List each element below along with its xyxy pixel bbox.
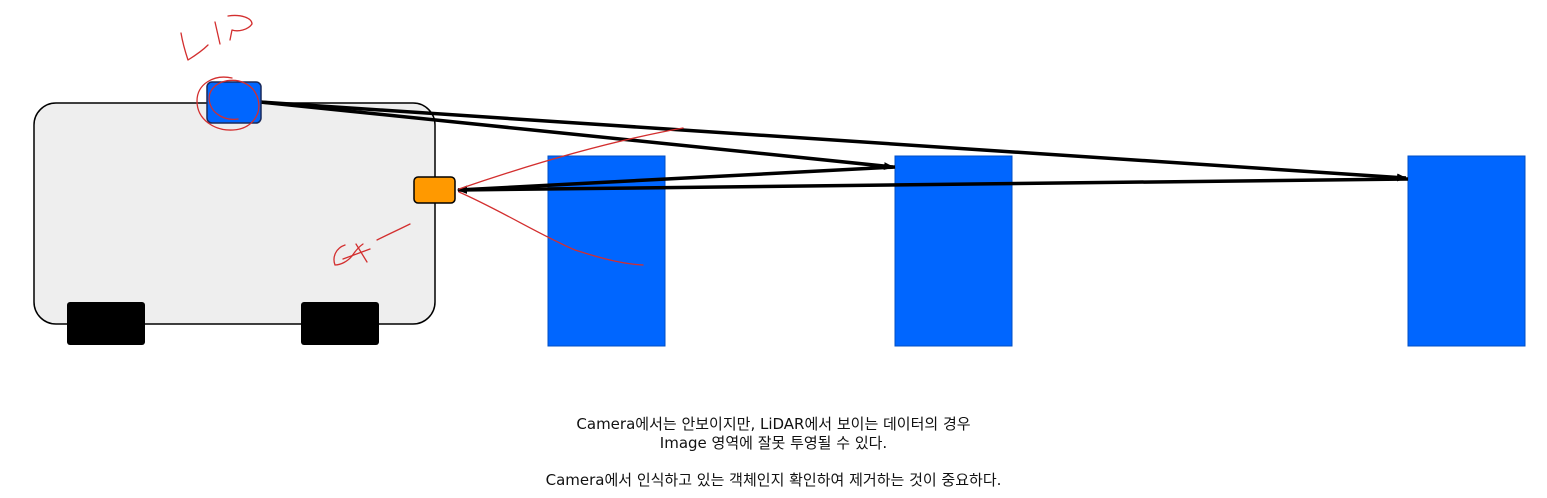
projection-ray-from-far-obstacle — [457, 177, 1409, 194]
caption-line-3: Camera에서 인식하고 있는 객체인지 확인하여 제거하는 것이 중요하다. — [545, 471, 1002, 489]
front-wheel — [67, 302, 145, 345]
red-projection-line-upper — [458, 127, 684, 190]
camera-scribble-dash — [376, 223, 411, 241]
projection-ray-from-middle-obstacle — [457, 165, 896, 194]
camera-sensor — [413, 176, 456, 204]
lidar-ray-to-far-obstacle — [259, 100, 1407, 182]
lidar-ray-to-middle-obstacle — [259, 100, 894, 171]
far-obstacle — [1407, 155, 1526, 347]
red-projection-line-lower — [458, 191, 644, 266]
lidar-sensor — [206, 81, 262, 124]
lidar-circle-scribble — [196, 76, 260, 131]
middle-obstacle — [894, 155, 1013, 347]
caption-line-1: Camera에서는 안보이지만, LiDAR에서 보이는 데이터의 경우 — [576, 415, 971, 433]
lidar-scribble-letters — [180, 32, 209, 61]
vehicle-body — [33, 102, 436, 325]
handwritten-annotations — [180, 14, 684, 266]
lidar-scribble-letter-2 — [214, 21, 221, 45]
lidar-scribble-letter-3 — [227, 14, 253, 41]
camera-scribble-letters — [333, 244, 353, 266]
camera-scribble-letter-2 — [342, 243, 371, 263]
rear-wheel — [301, 302, 379, 345]
caption-line-2: Image 영역에 잘못 투영될 수 있다. — [659, 434, 888, 452]
